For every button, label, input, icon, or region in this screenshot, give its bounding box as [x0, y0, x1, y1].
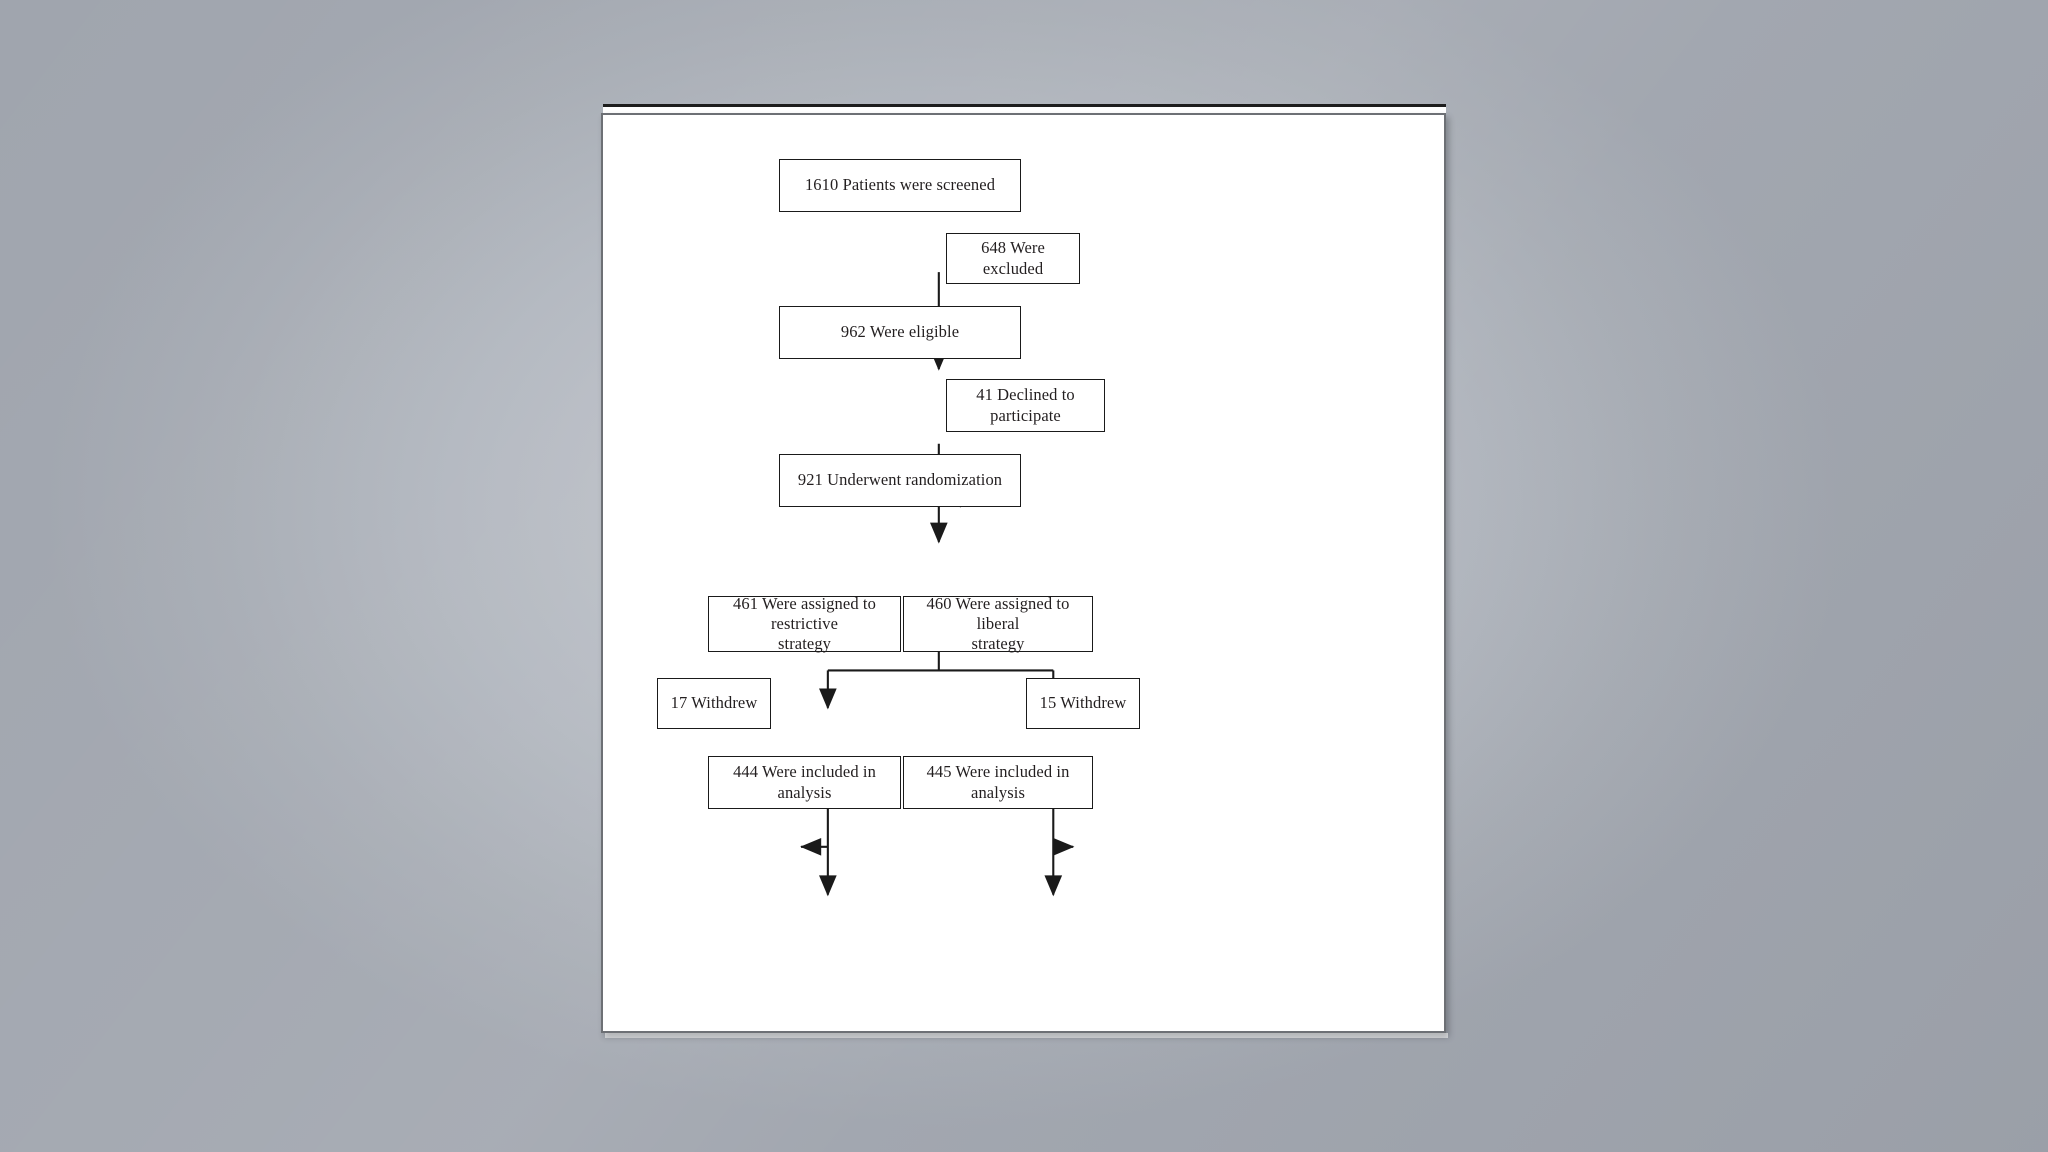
- figure-sheet-wrapper: 1610 Patients were screened 648 Were exc…: [601, 104, 1448, 1042]
- node-included-in-analysis-liberal: 445 Were included in analysis: [903, 756, 1093, 809]
- node-screened-label: 1610 Patients were screened: [804, 175, 996, 195]
- node-liberal-line2: strategy: [971, 634, 1025, 654]
- node-withdrew-liberal-label: 15 Withdrew: [1039, 693, 1127, 713]
- node-eligible-label: 962 Were eligible: [840, 322, 960, 342]
- consort-flow-diagram: 1610 Patients were screened 648 Were exc…: [603, 115, 1444, 1031]
- node-withdrew-restrictive: 17 Withdrew: [657, 678, 771, 729]
- node-assigned-restrictive-strategy: 461 Were assigned to restrictive strateg…: [708, 594, 901, 654]
- node-were-eligible: 962 Were eligible: [779, 306, 1021, 359]
- sheet-top-rule-gap: [603, 107, 1446, 113]
- node-liberal-text: 460 Were assigned to liberal strategy: [911, 594, 1085, 654]
- sheet-top-rule: [603, 104, 1446, 107]
- node-analysis-restrictive-label: 444 Were included in analysis: [733, 762, 876, 802]
- node-liberal-line1: 460 Were assigned to liberal: [926, 593, 1070, 633]
- node-restrictive-line1: 461 Were assigned to restrictive: [733, 593, 876, 633]
- figure-sheet: 1610 Patients were screened 648 Were exc…: [601, 113, 1446, 1033]
- node-restrictive-line2: strategy: [777, 634, 832, 654]
- node-restrictive-text: 461 Were assigned to restrictive strateg…: [716, 594, 893, 654]
- sheet-bottom-shadow: [605, 1033, 1448, 1038]
- node-declined-to-participate: 41 Declined to participate: [946, 379, 1105, 432]
- flow-group: 1610 Patients were screened 648 Were exc…: [657, 147, 1389, 897]
- node-were-excluded: 648 Were excluded: [946, 233, 1080, 284]
- node-excluded-label: 648 Were excluded: [981, 238, 1045, 278]
- node-assigned-liberal-strategy: 460 Were assigned to liberal strategy: [903, 594, 1093, 654]
- node-randomization-label: 921 Underwent randomization: [797, 470, 1003, 490]
- node-withdrew-restrictive-label: 17 Withdrew: [670, 693, 758, 713]
- node-analysis-liberal-label: 445 Were included in analysis: [926, 762, 1070, 802]
- node-underwent-randomization: 921 Underwent randomization: [779, 454, 1021, 507]
- node-withdrew-liberal: 15 Withdrew: [1026, 678, 1140, 729]
- node-patients-screened: 1610 Patients were screened: [779, 159, 1021, 212]
- node-declined-label: 41 Declined to participate: [976, 385, 1075, 425]
- node-included-in-analysis-restrictive: 444 Were included in analysis: [708, 756, 901, 809]
